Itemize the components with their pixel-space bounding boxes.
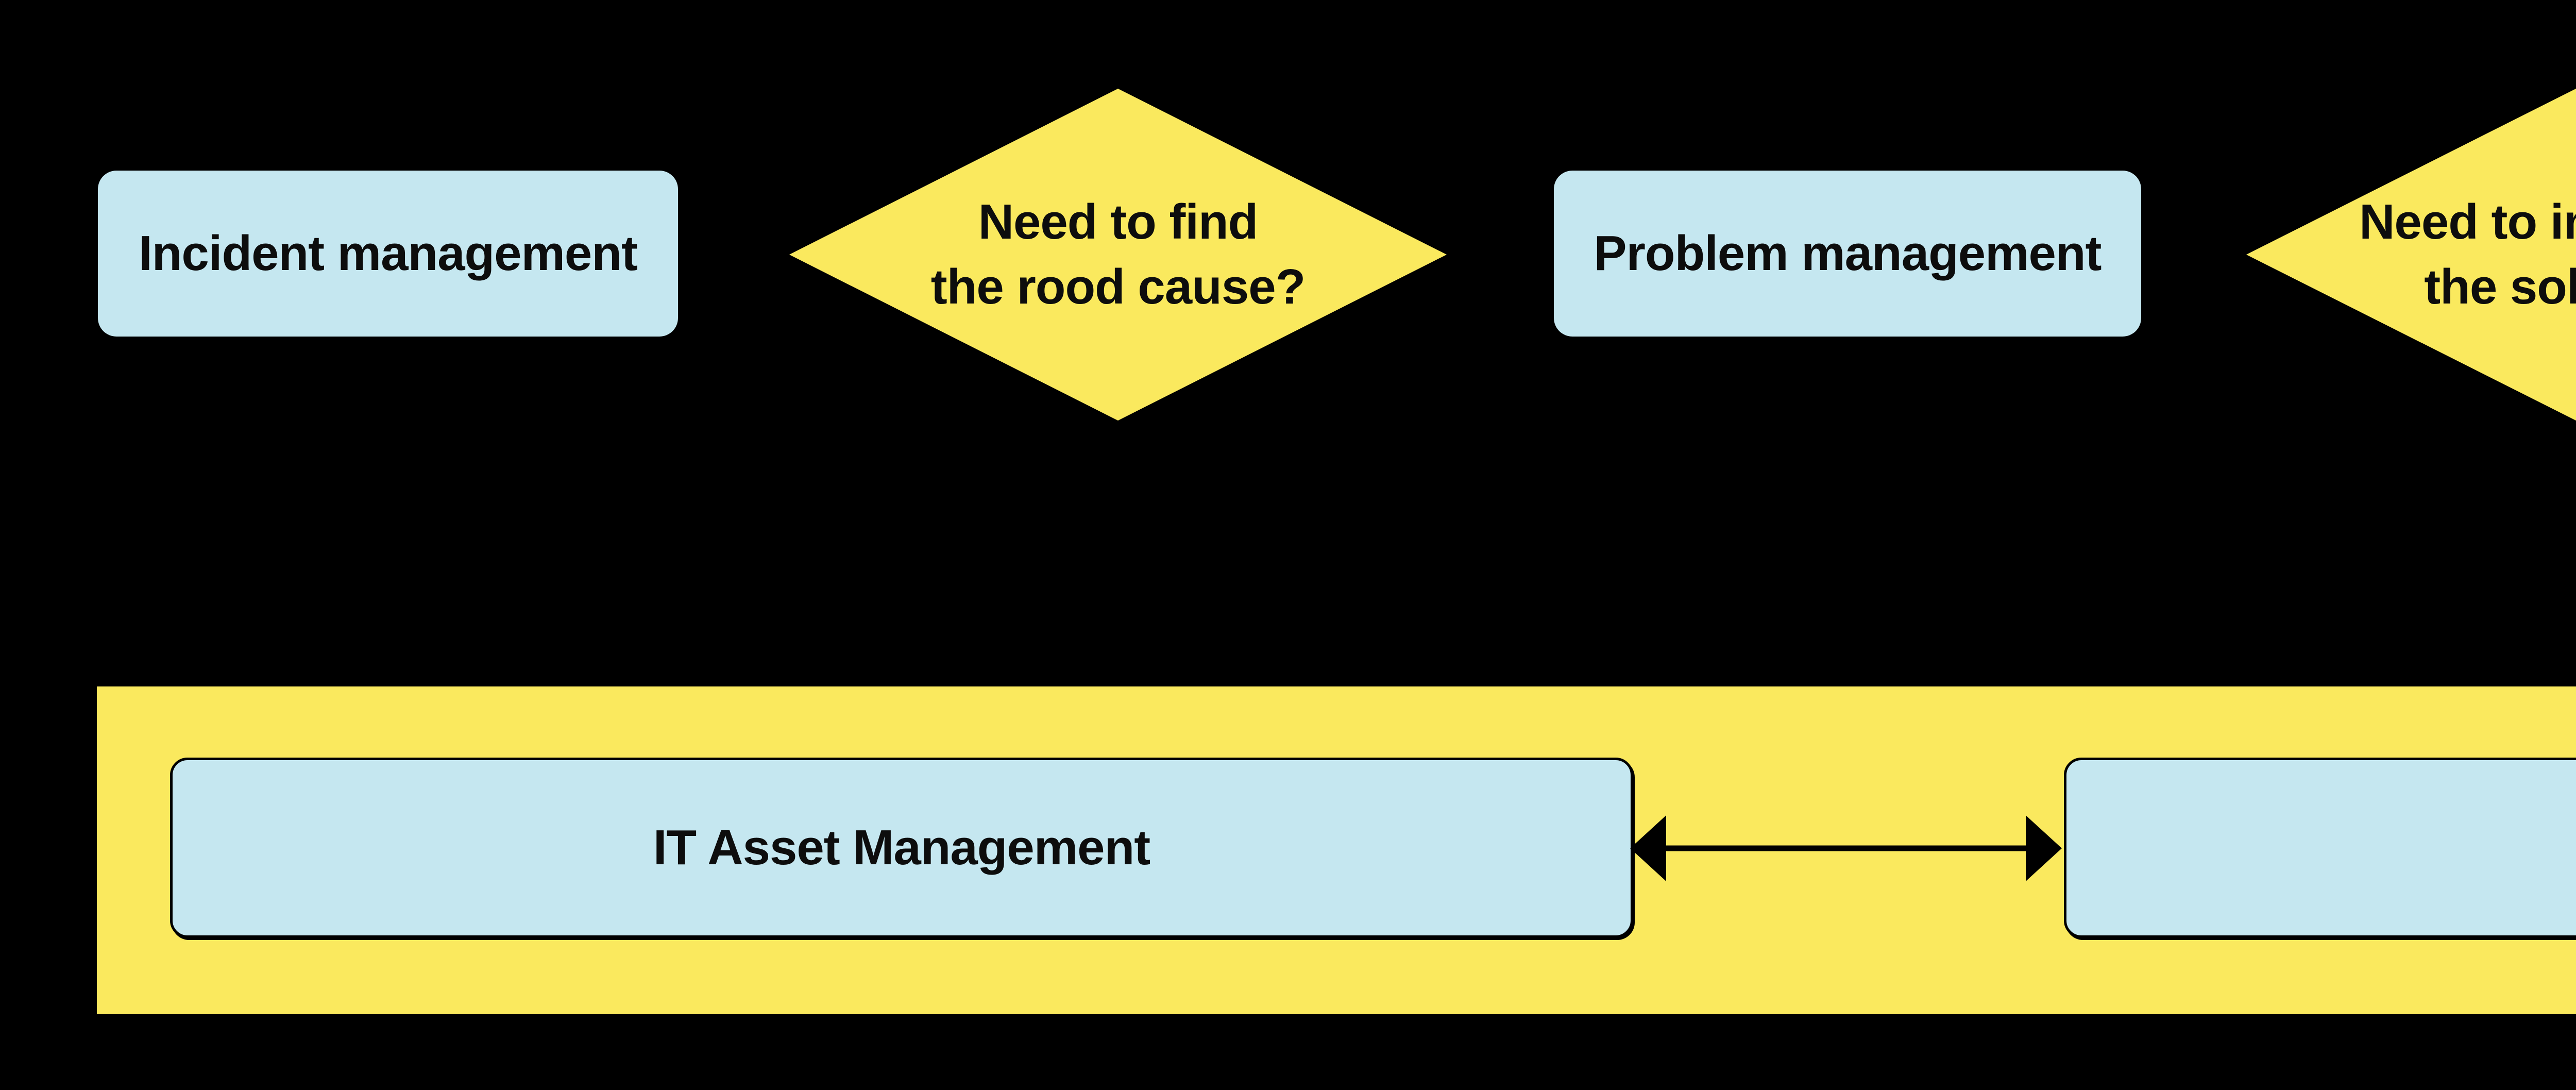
decision-label-line: Need to find bbox=[978, 194, 1259, 250]
node-problem-management: Problem management bbox=[1554, 171, 2141, 337]
decision-need-to-implement-solution: Need to implement the solution? bbox=[2246, 89, 2576, 421]
decision-label-line: Need to implement bbox=[2359, 194, 2576, 250]
foundation-container: IT Asset Management CMDB bbox=[97, 686, 2576, 1014]
decision-label-line: the rood cause? bbox=[930, 259, 1306, 314]
node-incident-management: Incident management bbox=[98, 171, 678, 337]
node-label: Incident management bbox=[139, 226, 638, 281]
node-label: IT Asset Management bbox=[653, 820, 1150, 875]
decision-label: Need to implement the solution? bbox=[2359, 195, 2576, 314]
node-cmdb: CMDB bbox=[2064, 758, 2576, 938]
decision-label: Need to find the rood cause? bbox=[930, 194, 1306, 314]
decision-need-to-find-root-cause: Need to find the rood cause? bbox=[789, 89, 1447, 421]
decision-label-line: the solution? bbox=[2424, 259, 2576, 314]
node-label: Problem management bbox=[1594, 226, 2102, 281]
node-it-asset-management: IT Asset Management bbox=[170, 758, 1633, 938]
double-headed-arrow-icon bbox=[1630, 815, 2062, 881]
